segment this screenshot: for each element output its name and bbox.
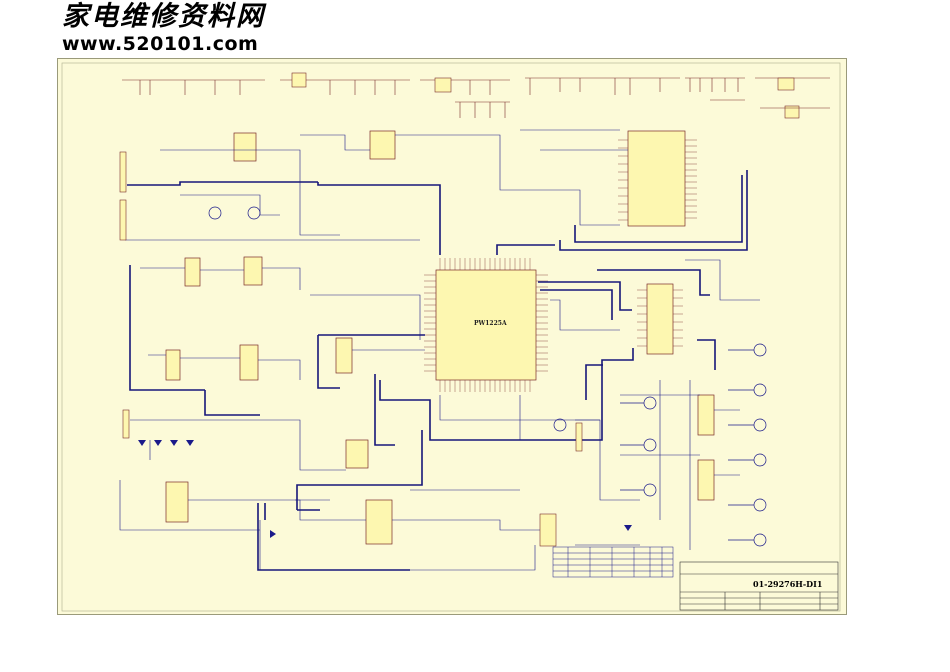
connector-left-top — [119, 151, 127, 193]
power-supply-section — [122, 72, 830, 119]
connector-bottom — [539, 513, 557, 547]
watermark-site-name: 家电维修资料网 — [62, 1, 265, 32]
signal-wires — [119, 129, 760, 571]
ic-packages — [165, 130, 715, 545]
connector-center — [575, 422, 583, 452]
watermark-site-url: www.520101.com — [62, 33, 259, 55]
ic-memory — [646, 283, 674, 355]
watermark: 家电维修资料网 www.520101.com — [62, 0, 265, 54]
ic-lower-left — [165, 481, 189, 523]
inner-frame — [61, 62, 841, 612]
diode-array — [138, 440, 632, 538]
mode-truth-table — [552, 546, 674, 578]
ic-main-pw1225a — [435, 269, 537, 381]
ic-mid-2 — [345, 439, 369, 469]
ic-left-2 — [243, 256, 263, 286]
connectors — [119, 151, 583, 547]
main-chip-pins — [424, 258, 548, 392]
ic-upper-left — [233, 132, 257, 162]
ic-left-3 — [165, 349, 181, 381]
ic-right-2 — [697, 459, 715, 501]
title-block — [679, 561, 839, 611]
ic-left-4 — [239, 344, 259, 381]
connector-left-mid — [119, 199, 127, 241]
main-chip-label: PW1225A — [474, 320, 507, 327]
ic-mid-1 — [335, 337, 353, 374]
data-buses — [127, 170, 748, 571]
transistor-array — [208, 206, 767, 547]
drawing-number: 01-29276H-DI1 — [753, 579, 823, 589]
ic-right-1 — [697, 394, 715, 436]
ic-lower-mid — [365, 499, 393, 545]
peripheral-chip-pins — [618, 139, 697, 347]
connector-left-low — [122, 409, 130, 439]
ic-eeprom — [369, 130, 396, 160]
ic-left-1 — [184, 257, 201, 287]
ic-upper-right — [627, 130, 686, 227]
